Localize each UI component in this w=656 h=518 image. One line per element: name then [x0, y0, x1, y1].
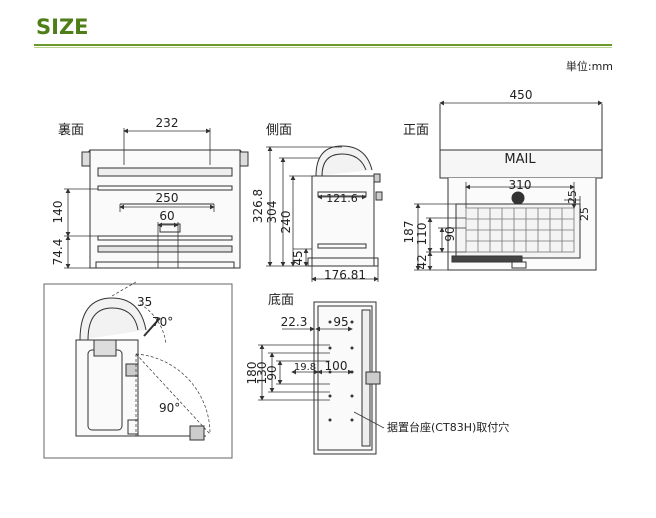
dim-121-6: 121.6	[326, 192, 358, 205]
front-view-title: 正面	[403, 123, 429, 138]
angle-35: 35	[137, 295, 152, 309]
title-rule	[34, 44, 612, 46]
bottom-view: 底面	[245, 292, 509, 455]
mounting-note: 据置台座(CT83H)取付穴	[387, 420, 509, 434]
dim-304: 304	[265, 201, 279, 224]
dim-176-81: 176.81	[324, 268, 366, 282]
page-title: SIZE	[36, 15, 89, 39]
dim-25-a: 25	[566, 190, 579, 204]
open-view: 35 70° 90°	[43, 281, 233, 459]
angle-90: 90°	[159, 401, 180, 415]
mail-label: MAIL	[504, 152, 536, 167]
dim-100: 100	[325, 359, 348, 373]
bottom-view-title: 底面	[268, 292, 294, 308]
front-grille	[465, 207, 575, 253]
side-view: 側面 326.8 304 240	[251, 123, 383, 282]
dim-22-3: 22.3	[281, 315, 308, 329]
dim-130: 130	[255, 362, 269, 385]
dim-60: 60	[159, 209, 174, 223]
dim-25-b: 25	[578, 207, 591, 221]
dim-326-8: 326.8	[251, 189, 265, 223]
dim-90-bottom: 90	[265, 365, 279, 380]
dim-90: 90	[443, 226, 457, 241]
dim-232: 232	[156, 116, 179, 130]
angle-70: 70°	[152, 315, 173, 329]
dim-42: 42	[415, 254, 429, 269]
side-view-title: 側面	[266, 123, 292, 138]
front-view: 正面	[402, 88, 603, 271]
dim-180: 180	[245, 362, 259, 385]
dim-140: 140	[51, 201, 65, 224]
dim-95: 95	[333, 315, 348, 329]
header: SIZE 単位:mm	[0, 0, 656, 73]
unit-label: 単位:mm	[565, 60, 613, 73]
dim-19-8: 19.8	[294, 362, 316, 373]
dim-240: 240	[279, 211, 293, 234]
dim-250: 250	[156, 191, 179, 205]
dim-187: 187	[402, 221, 416, 244]
dim-74-4: 74.4	[51, 239, 65, 266]
title-rule-light	[34, 47, 612, 48]
dim-310: 310	[509, 178, 532, 192]
dim-110: 110	[415, 223, 429, 246]
back-view-title: 裏面	[58, 123, 84, 138]
dim-450: 450	[510, 88, 533, 102]
dim-45: 45	[291, 250, 305, 265]
back-view: 裏面	[51, 116, 249, 269]
